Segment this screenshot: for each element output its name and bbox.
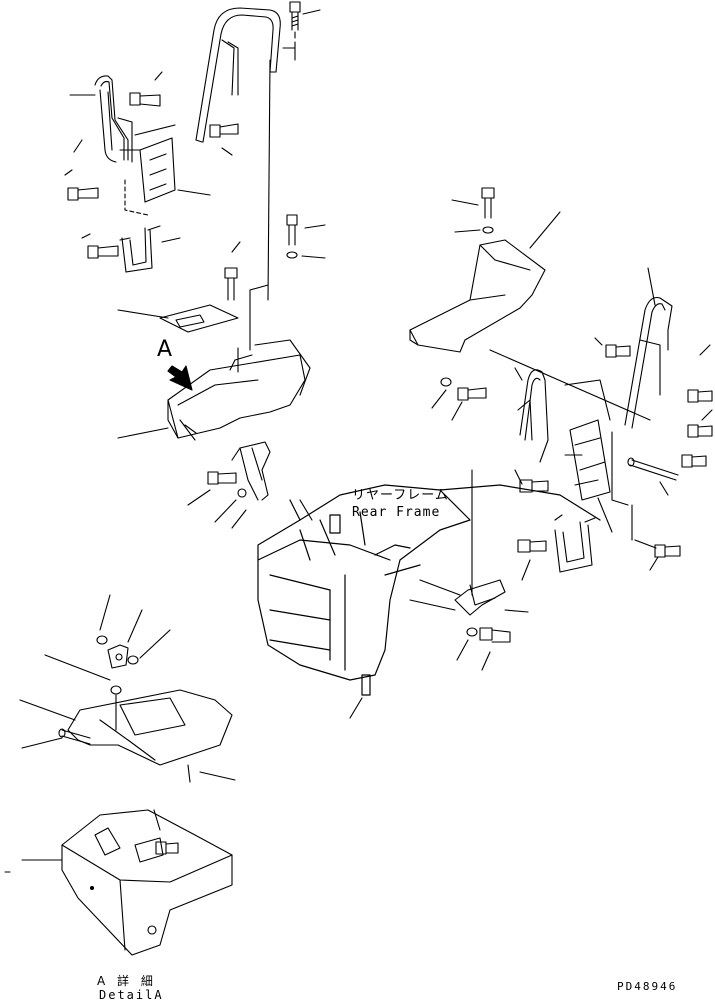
support-bracket-left [231, 441, 271, 501]
bolt-left-1 [129, 92, 161, 107]
handrail-mid-right [517, 369, 549, 463]
bolt-right-4 [687, 389, 713, 403]
bolt-left-3 [87, 245, 119, 259]
bolt-top-center [289, 1, 301, 31]
bolt-detail [155, 841, 179, 855]
bracket-u-right [554, 521, 593, 573]
pin-right [627, 457, 679, 481]
drawing-code: PD48946 [617, 980, 678, 993]
rear-frame [257, 484, 601, 696]
detail-a-plate [67, 689, 233, 766]
handrail-small-left [94, 75, 133, 163]
bolt-plate [224, 267, 238, 301]
bolt-left-4 [209, 123, 239, 138]
arrow-a-icon [167, 365, 193, 391]
bolt-right-2 [457, 387, 487, 401]
bolt-left-2 [67, 187, 99, 201]
rear-frame-label-en: Rear Frame [352, 505, 441, 520]
bracket-right-upper [564, 419, 611, 501]
bolt-upper-mid [286, 214, 298, 246]
handrail-right [624, 296, 673, 429]
bolt-right-3 [605, 344, 631, 358]
bracket-detail [107, 644, 129, 669]
mount-bracket-right [454, 579, 506, 616]
cover-plate-left [159, 304, 239, 333]
detail-a-label-jp: A 詳 細 [97, 974, 157, 988]
bolt-right-5 [687, 424, 713, 438]
bolt-right-6 [681, 454, 707, 468]
bolt-right-7 [654, 544, 681, 558]
bracket-u-left [119, 225, 161, 273]
rear-frame-label-jp: リヤーフレーム [352, 488, 449, 503]
bracket-upper-left [119, 124, 176, 203]
detail-a-block [61, 809, 233, 956]
bolt-frame-bottom [479, 627, 511, 643]
pin-detail [58, 728, 91, 745]
bolt-right-bottom [517, 539, 547, 553]
step-box-right [409, 239, 546, 353]
handrail-upper-left [195, 7, 281, 143]
detail-a-label-en: DetailA [99, 988, 164, 1002]
bolt-right-top [481, 187, 495, 219]
step-box-left [167, 339, 311, 441]
bolt-right-mid [519, 479, 549, 493]
view-callout-a: A [157, 337, 173, 362]
bolt-mid-left [207, 471, 237, 485]
